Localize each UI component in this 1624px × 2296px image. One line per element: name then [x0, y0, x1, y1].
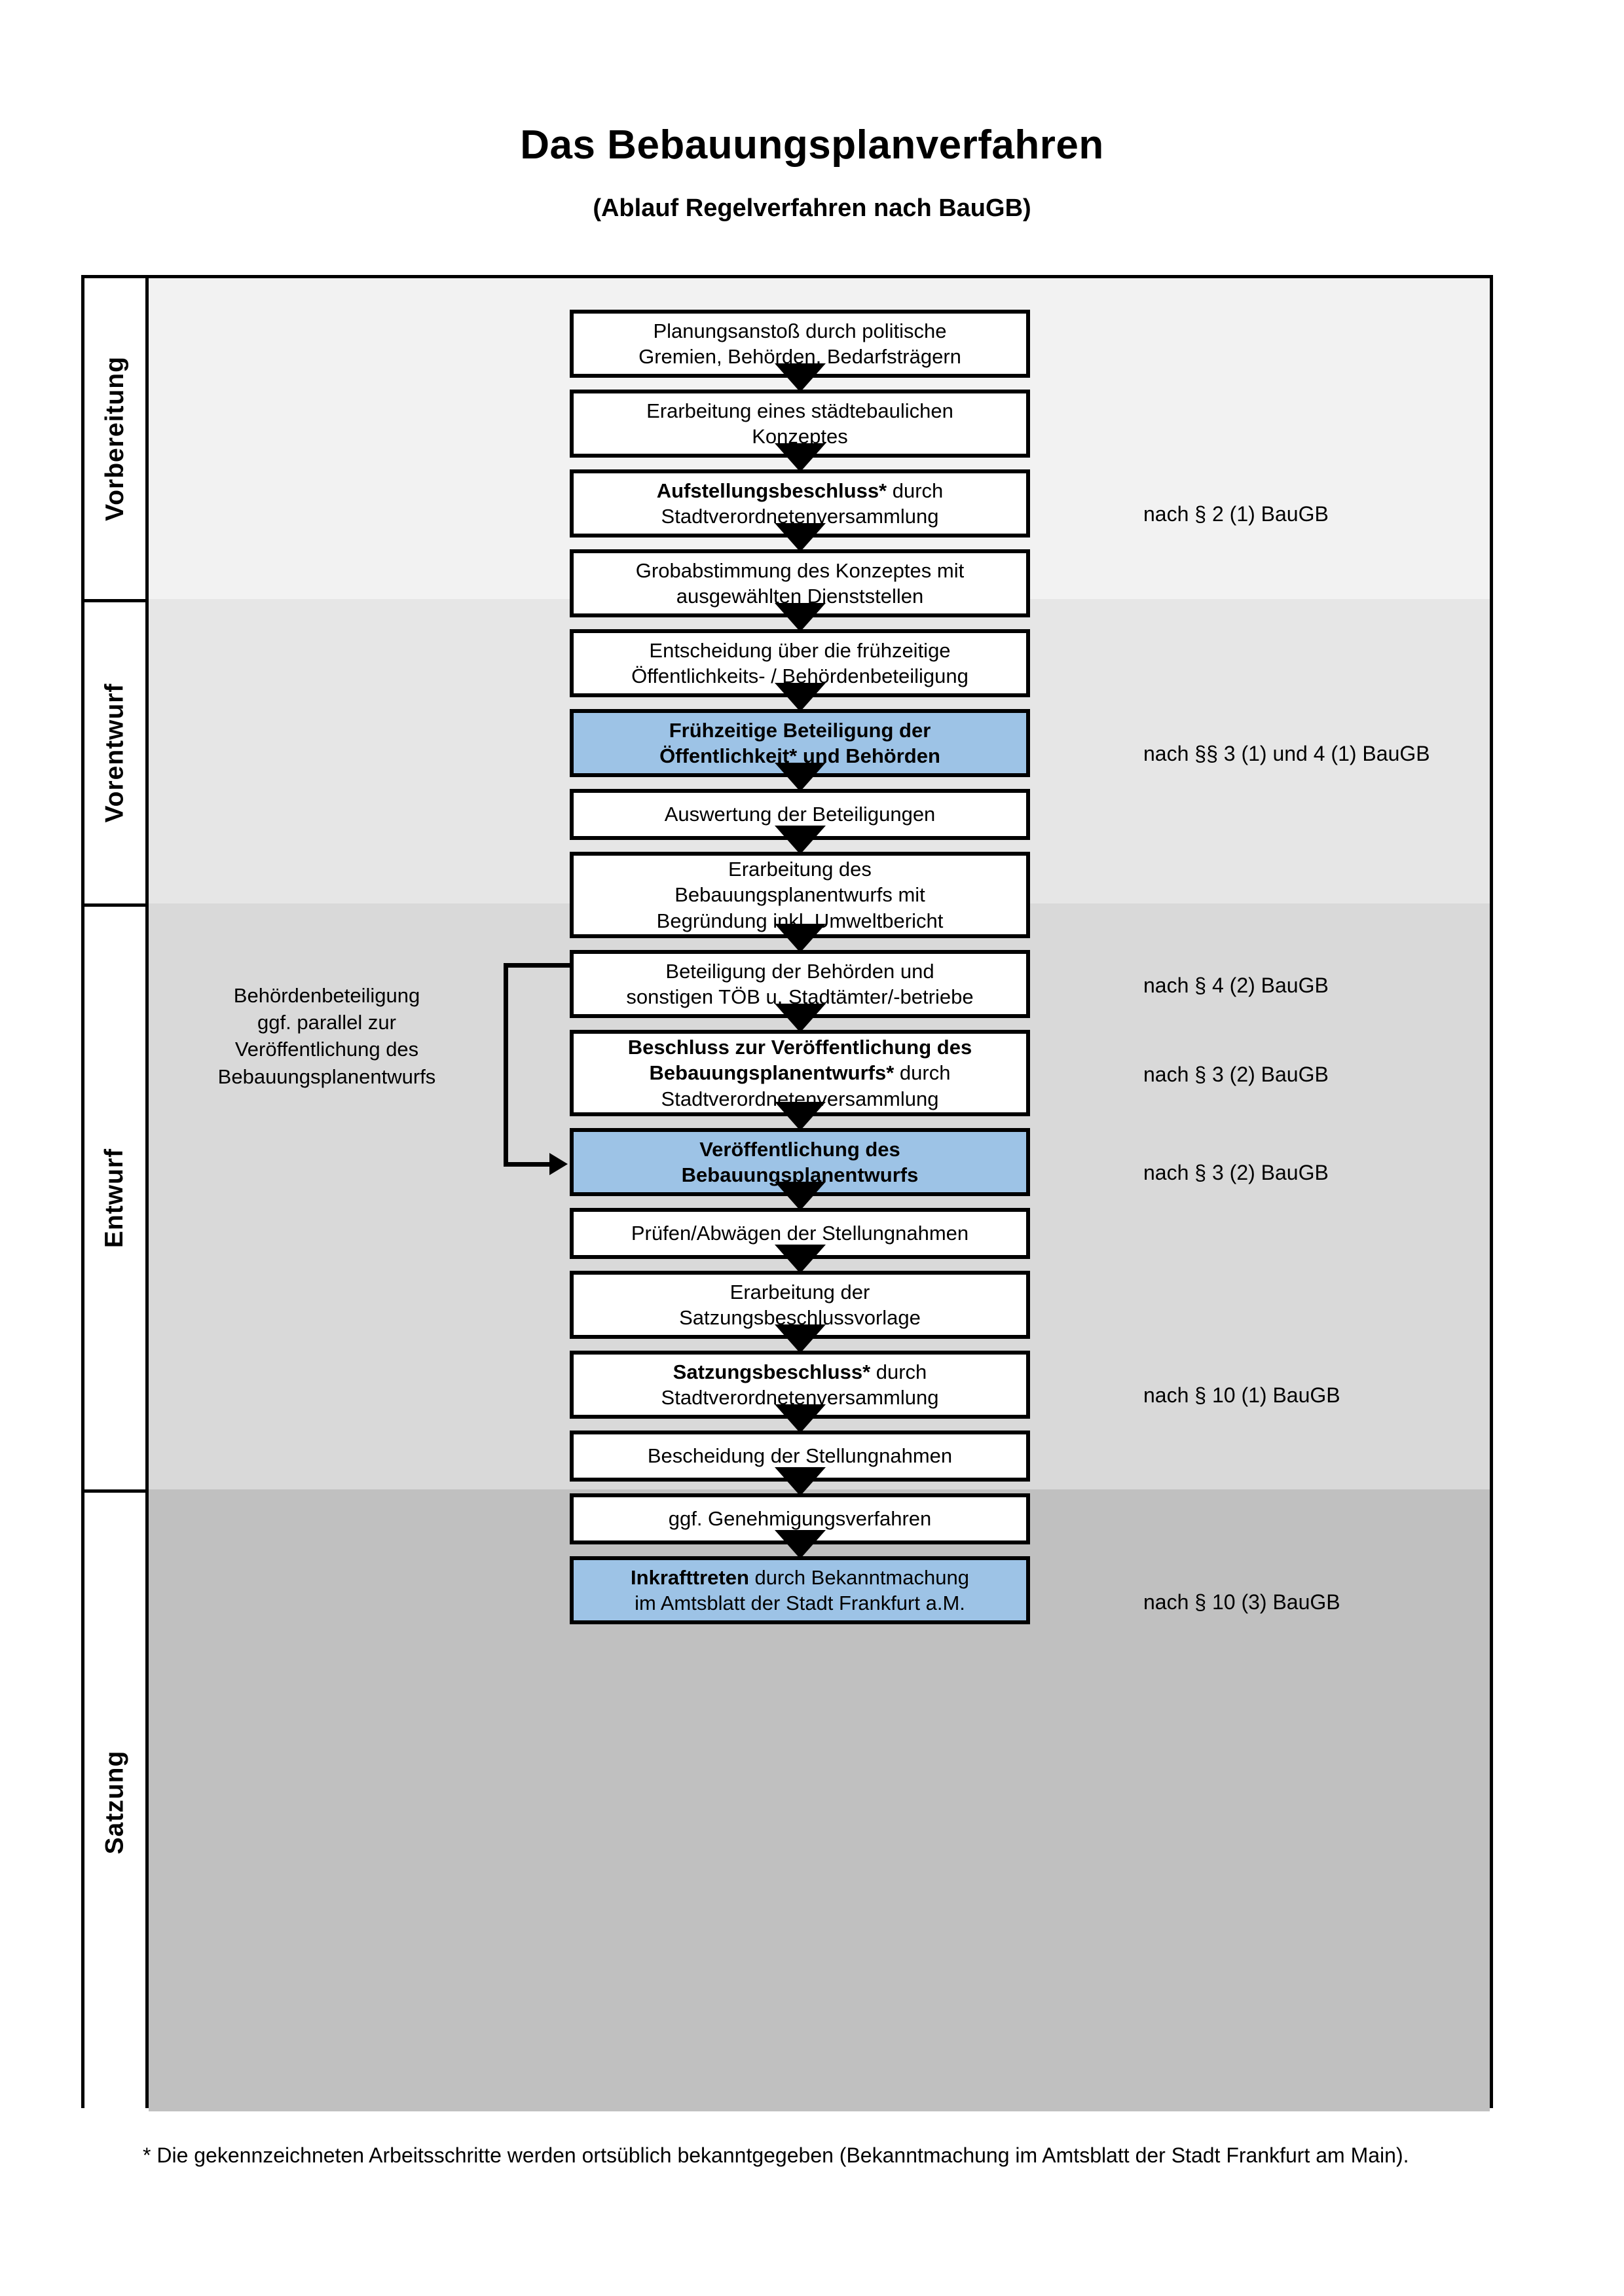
flow-step-line: Prüfen/Abwägen der Stellungnahmen	[631, 1222, 969, 1245]
phase-label-entwurf: Entwurf	[100, 1148, 129, 1248]
phase-label-vorentwurf: Vorentwurf	[100, 683, 129, 823]
flow-step-line: Veröffentlichung des	[699, 1137, 900, 1161]
flow-arrow-down-icon	[774, 1530, 826, 1559]
legal-ref-ref-par3-1-4-1: nach §§ 3 (1) und 4 (1) BauGB	[1143, 742, 1430, 765]
page-subtitle: (Ablauf Regelverfahren nach BauGB)	[593, 194, 1031, 222]
flow-step-line: Auswertung der Beteiligungen	[664, 803, 936, 826]
flow-arrow-down-icon	[774, 1245, 826, 1273]
legal-ref-ref-par2-1: nach § 2 (1) BauGB	[1143, 502, 1329, 526]
flow-step-line: Bebauungsplanentwurfs mit	[674, 883, 925, 907]
flow-arrow-down-icon	[774, 826, 826, 854]
bracket-segment-left	[504, 963, 508, 1162]
flow-step-text: Bescheidung der Stellungnahmen	[648, 1443, 952, 1468]
flow-arrow-down-icon	[774, 603, 826, 632]
flow-step-line: im Amtsblatt der Stadt Frankfurt a.M.	[635, 1592, 965, 1614]
flow-arrow-down-icon	[774, 1324, 826, 1353]
page-title: Das Bebauungsplanverfahren	[520, 122, 1104, 168]
legal-ref-ref-par3-2-a: nach § 3 (2) BauGB	[1143, 1063, 1329, 1086]
flow-step-text: Prüfen/Abwägen der Stellungnahmen	[631, 1220, 969, 1246]
flow-step-line: Bescheidung der Stellungnahmen	[647, 1444, 953, 1468]
legal-ref-ref-par10-3: nach § 10 (3) BauGB	[1143, 1590, 1340, 1614]
phase-cell-satzung: Satzung	[84, 1489, 145, 2111]
phase-label-satzung: Satzung	[100, 1750, 129, 1854]
flow-arrow-down-icon	[774, 683, 826, 712]
flow-arrow-down-icon	[774, 763, 826, 792]
side-note-line: Behördenbeteiligung	[233, 984, 420, 1007]
flow-step-line: Planungsanstoß durch politische	[653, 319, 947, 342]
flow-step-text: Inkrafttreten durch Bekanntmachung im Amt…	[631, 1565, 969, 1616]
side-note-line: Bebauungsplanentwurfs	[217, 1065, 436, 1088]
flow-step-line: Inkrafttreten durch Bekanntmachung	[631, 1565, 969, 1589]
flow-arrow-down-icon	[774, 1102, 826, 1131]
phase-label-vorbereitung: Vorbereitung	[100, 356, 129, 521]
legal-ref-ref-par4-2: nach § 4 (2) BauGB	[1143, 974, 1329, 997]
flow-arrow-down-icon	[774, 1004, 826, 1032]
flow-step-text: Auswertung der Beteiligungen	[665, 801, 936, 827]
flow-step-line: Aufstellungsbeschluss* durch	[656, 479, 944, 502]
flow-arrow-down-icon	[774, 924, 826, 953]
flow-step-text: ggf. Genehmigungsverfahren	[669, 1506, 932, 1531]
phase-cell-vorentwurf: Vorentwurf	[84, 599, 145, 903]
flow-step-inkrafttreten: Inkrafttreten durch Bekanntmachung im Amt…	[570, 1556, 1030, 1624]
flow-step-line: Grobabstimmung des Konzeptes mit	[635, 558, 965, 582]
flow-step-line: ggf. Genehmigungsverfahren	[668, 1507, 932, 1531]
flow-step-line: Frühzeitige Beteiligung der	[669, 718, 931, 742]
side-note-line: Veröffentlichung des	[234, 1038, 419, 1061]
flow-step-line: Beteiligung der Behörden und	[665, 959, 934, 983]
flow-arrow-down-icon	[774, 363, 826, 392]
side-note-line: ggf. parallel zur	[257, 1011, 396, 1034]
flow-step-line: Entscheidung über die frühzeitige	[649, 638, 951, 662]
flow-arrow-down-icon	[774, 523, 826, 552]
phase-cell-vorbereitung: Vorbereitung	[84, 278, 145, 599]
footnote: * Die gekennzeichneten Arbeitsschritte w…	[143, 2143, 1409, 2167]
flow-arrow-down-icon	[774, 1467, 826, 1496]
flow-step-pruefen-abwaegen: Prüfen/Abwägen der Stellungnahmen	[570, 1208, 1030, 1259]
flow-step-line: Satzungsbeschluss* durch	[673, 1360, 927, 1383]
flow-step-line: Erarbeitung eines städtebaulichen	[646, 399, 953, 422]
phase-cell-entwurf: Entwurf	[84, 903, 145, 1489]
legal-ref-ref-par3-2-b: nach § 3 (2) BauGB	[1143, 1161, 1329, 1184]
title-block: Das Bebauungsplanverfahren (Ablauf Regel…	[0, 0, 1624, 223]
flow-step-line: Erarbeitung der	[729, 1280, 870, 1303]
flow-arrow-down-icon	[774, 443, 826, 472]
bracket-segment-top	[504, 963, 570, 968]
bracket-arrowhead-icon	[549, 1153, 568, 1175]
flow-step-line: Erarbeitung des	[728, 857, 872, 881]
flow-step-line: Beschluss zur Veröffentlichung des	[627, 1035, 972, 1059]
flow-step-line: Bebauungsplanentwurfs* durch	[649, 1061, 951, 1085]
bracket-segment-bottom	[504, 1162, 550, 1167]
legal-ref-ref-par10-1: nach § 10 (1) BauGB	[1143, 1383, 1340, 1407]
flow-arrow-down-icon	[774, 1404, 826, 1433]
flow-arrow-down-icon	[774, 1182, 826, 1211]
